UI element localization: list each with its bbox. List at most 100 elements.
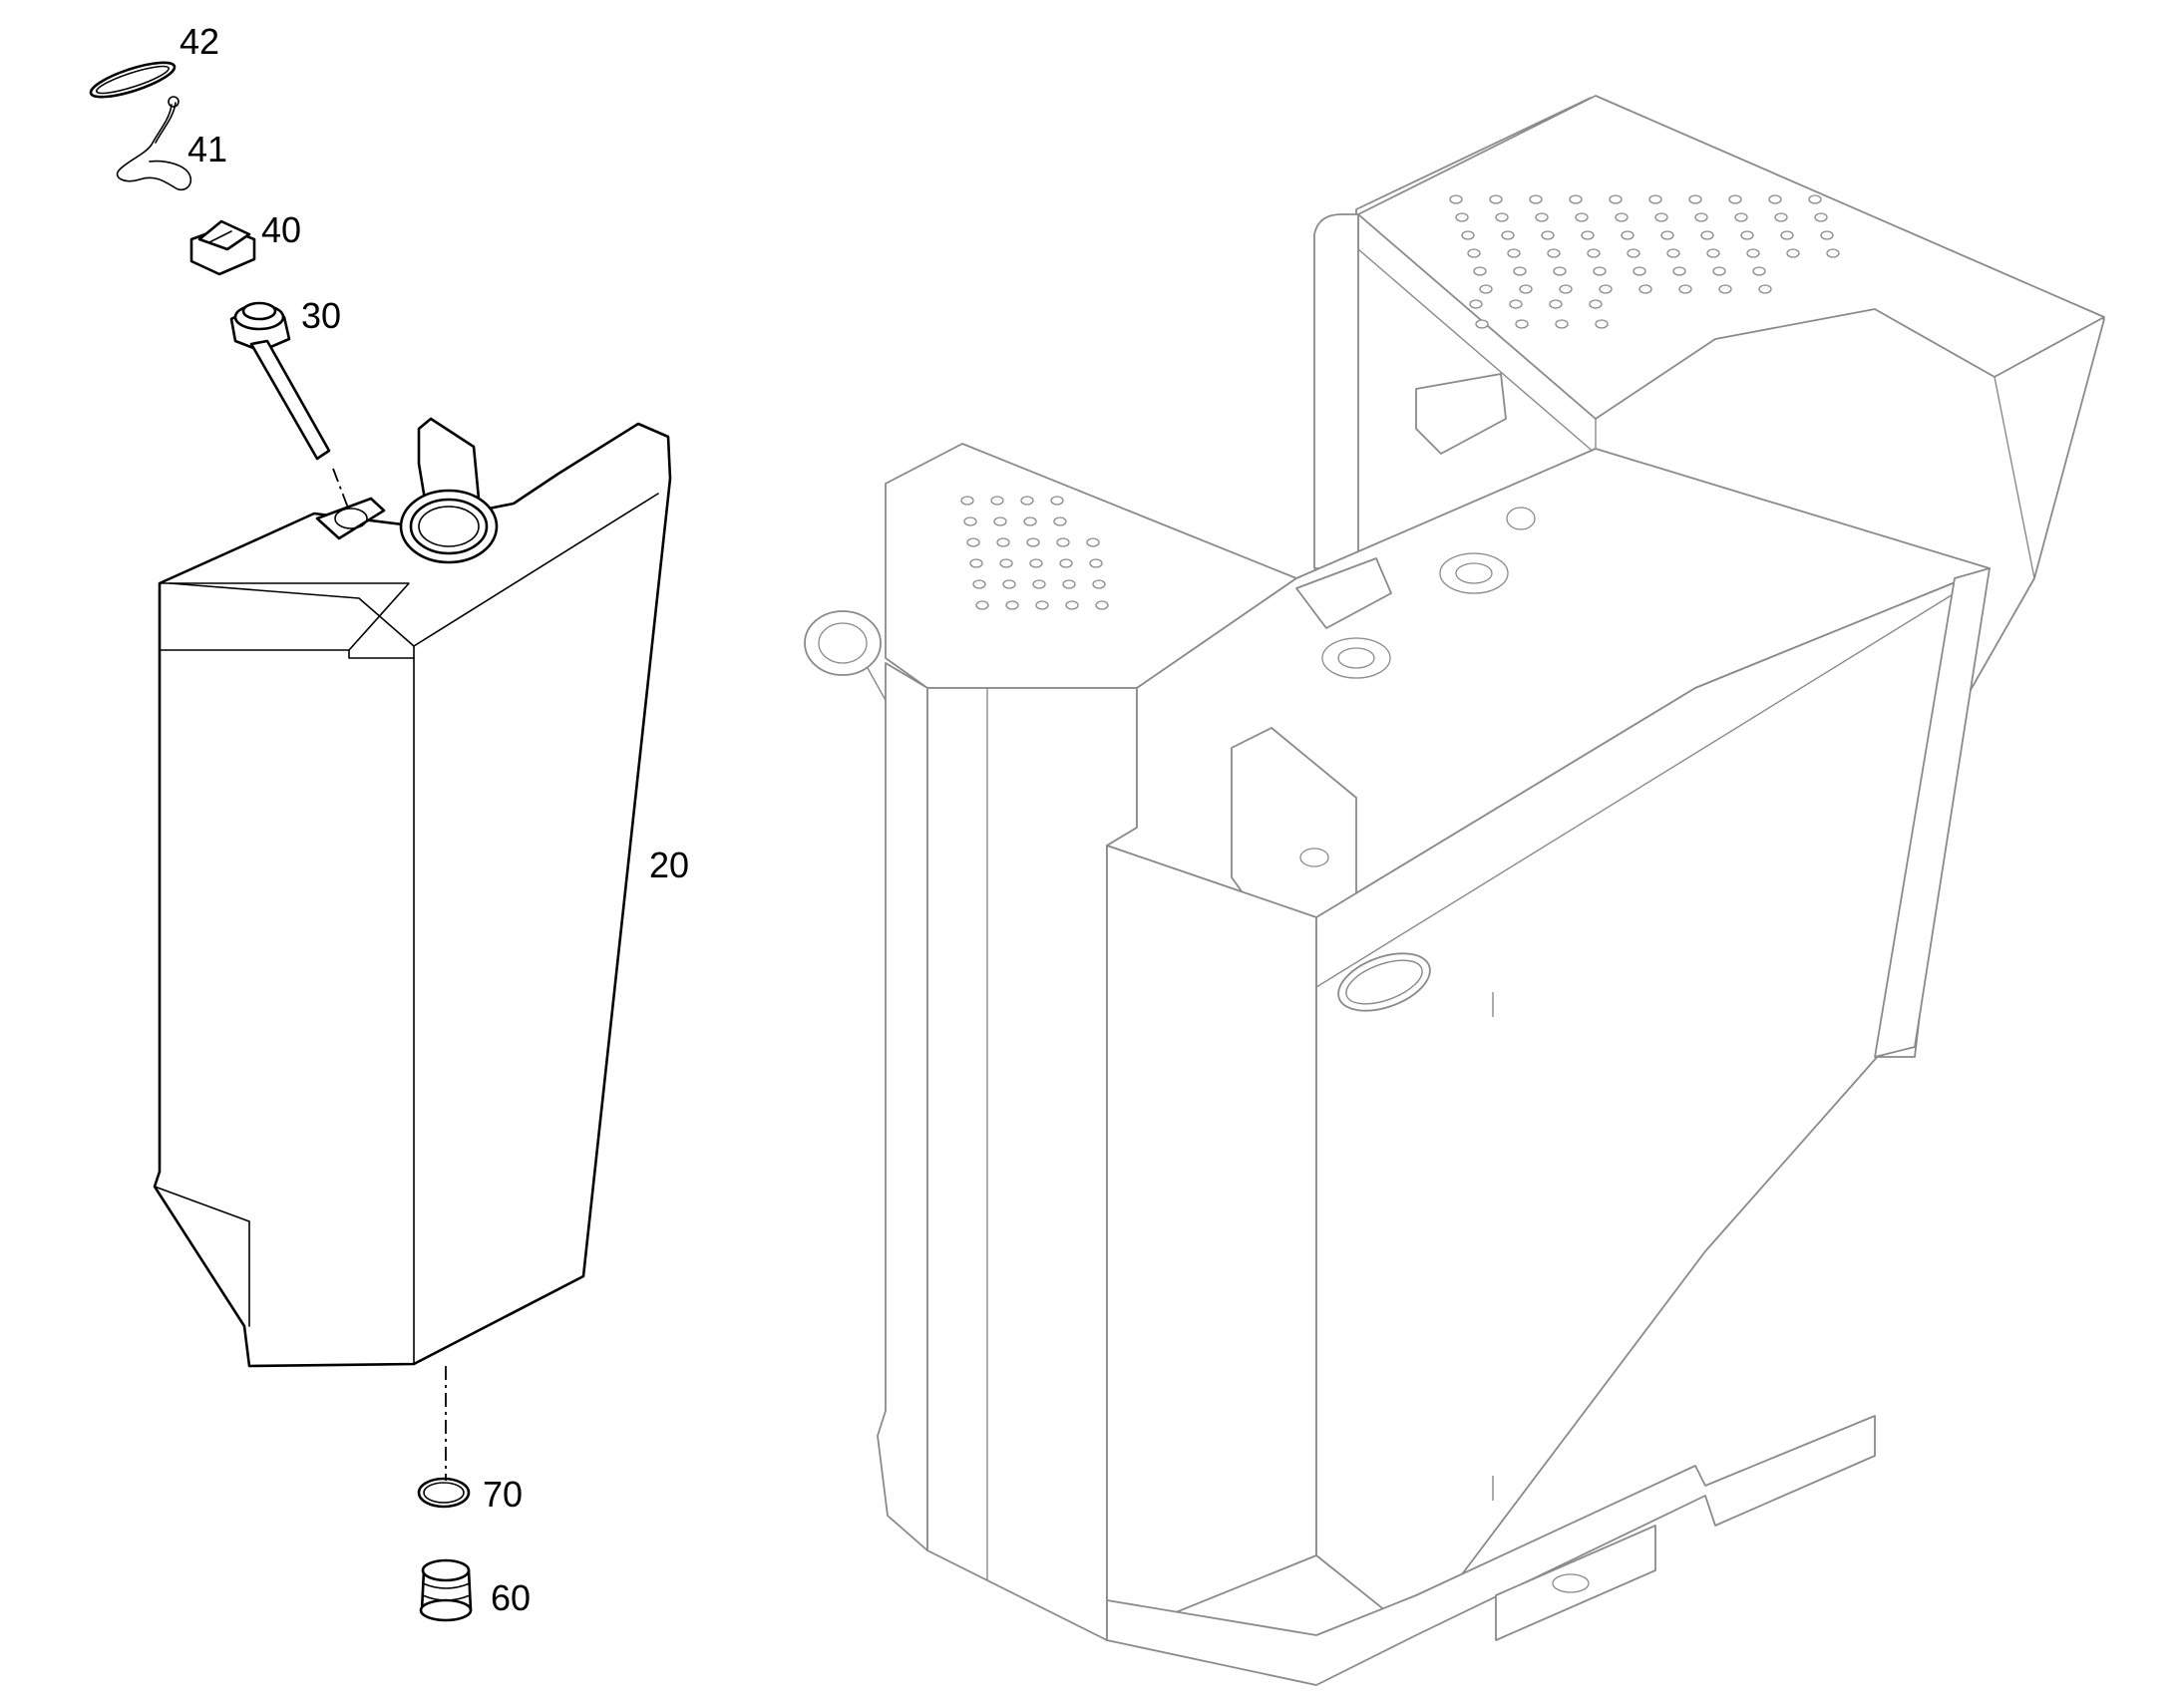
callout-20: 20 — [649, 845, 689, 885]
perforation-hole — [1469, 299, 1483, 309]
perforation-hole — [1569, 194, 1583, 204]
perforation-hole — [1589, 299, 1603, 309]
perforation-hole — [1555, 319, 1569, 329]
perforation-hole — [1062, 579, 1076, 589]
perforation-hole — [1734, 212, 1748, 222]
perforation-hole — [1473, 266, 1487, 276]
perforation-hole — [963, 516, 977, 526]
frame-assembly — [804, 95, 2105, 1686]
perforation-hole — [1728, 194, 1742, 204]
perforation-hole — [1694, 212, 1708, 222]
back-column — [1313, 213, 1359, 569]
perforation-hole — [1086, 537, 1100, 547]
perforation-hole — [1621, 230, 1635, 240]
perforation-hole — [1768, 194, 1782, 204]
perforation-hole — [1826, 248, 1840, 258]
id-plate — [1337, 952, 1431, 1012]
perforation-hole — [1501, 230, 1515, 240]
perforation-hole — [1515, 319, 1529, 329]
perforation-hole — [1808, 194, 1822, 204]
callout-30: 30 — [301, 295, 341, 336]
perforation-hole — [1615, 212, 1629, 222]
perforation-hole — [999, 558, 1013, 568]
perforation-hole — [1559, 284, 1573, 294]
perforation-hole — [1535, 212, 1549, 222]
perforation-hole — [1089, 558, 1103, 568]
perforation-hole — [960, 496, 974, 506]
perforation-hole — [1495, 212, 1509, 222]
perforation-hole — [1095, 600, 1109, 610]
perforation-hole — [1553, 266, 1567, 276]
perforation-hole — [966, 537, 980, 547]
perforation-hole — [975, 600, 989, 610]
perforation-hole — [1467, 248, 1481, 258]
perforation-hole — [1666, 248, 1680, 258]
perforation-hole — [972, 579, 986, 589]
perforation-hole — [1633, 266, 1646, 276]
perforation-hole — [1455, 212, 1469, 222]
perforation-hole — [1053, 516, 1067, 526]
perforation-hole — [1489, 194, 1503, 204]
tank-part-20 — [153, 417, 672, 1368]
perforation-hole — [1609, 194, 1623, 204]
perforation-hole — [1032, 579, 1046, 589]
oring-part-70 — [417, 1477, 471, 1509]
callout-42: 42 — [180, 21, 219, 62]
perforation-hole — [1449, 194, 1463, 204]
perforation-hole — [1672, 266, 1686, 276]
callout-40: 40 — [261, 209, 301, 250]
main-face — [1106, 845, 1317, 1641]
perforation-hole — [1479, 284, 1493, 294]
tank-body — [153, 422, 672, 1368]
perforation-hole — [1599, 284, 1613, 294]
perforation-hole — [1814, 212, 1828, 222]
perforation-hole — [1595, 319, 1609, 329]
perforation-hole — [1065, 600, 1079, 610]
perforation-hole — [1519, 284, 1533, 294]
bottom-base — [1106, 1415, 1876, 1686]
perforation-hole — [1547, 248, 1561, 258]
perforation-hole — [1706, 248, 1720, 258]
callout-70: 70 — [483, 1474, 523, 1515]
perforation-hole — [1023, 516, 1037, 526]
perforation-hole — [1513, 266, 1527, 276]
perforation-hole — [1461, 230, 1475, 240]
perforation-hole — [1654, 212, 1668, 222]
perforation-hole — [1002, 579, 1016, 589]
perforation-hole — [1549, 299, 1563, 309]
perforation-hole — [1050, 496, 1064, 506]
perforation-hole — [1627, 248, 1640, 258]
perforation-hole — [1575, 212, 1589, 222]
dipstick-part-30 — [229, 301, 331, 461]
perforation-hole — [1648, 194, 1662, 204]
front-panel — [926, 687, 1138, 1641]
perforation-hole — [1700, 230, 1714, 240]
perforation-hole — [1029, 558, 1043, 568]
ring-part-42 — [89, 61, 177, 99]
perforation-hole — [1035, 600, 1049, 610]
perforation-hole — [1056, 537, 1070, 547]
perforation-hole — [1774, 212, 1788, 222]
cap-part-40 — [189, 219, 256, 276]
callout-41: 41 — [187, 129, 227, 170]
perforation-hole — [1752, 266, 1766, 276]
perforation-hole — [996, 537, 1010, 547]
perforation-hole — [1638, 284, 1652, 294]
top-deck — [1357, 95, 2105, 420]
axis-line-top — [332, 468, 350, 512]
perforation-hole — [1712, 266, 1726, 276]
perforation-hole — [1593, 266, 1607, 276]
perforation-hole — [1758, 284, 1772, 294]
side-wall — [877, 662, 928, 1551]
perforation-hole — [1059, 558, 1073, 568]
perforation-hole — [1020, 496, 1034, 506]
perforation-hole — [1507, 248, 1521, 258]
perforation-hole — [1786, 248, 1800, 258]
perforation-hole — [1541, 230, 1555, 240]
callout-60: 60 — [491, 1577, 531, 1618]
perforation-hole — [1587, 248, 1601, 258]
perforation-hole — [1509, 299, 1523, 309]
perforation-hole — [1005, 600, 1019, 610]
perforation-hole — [1678, 284, 1692, 294]
